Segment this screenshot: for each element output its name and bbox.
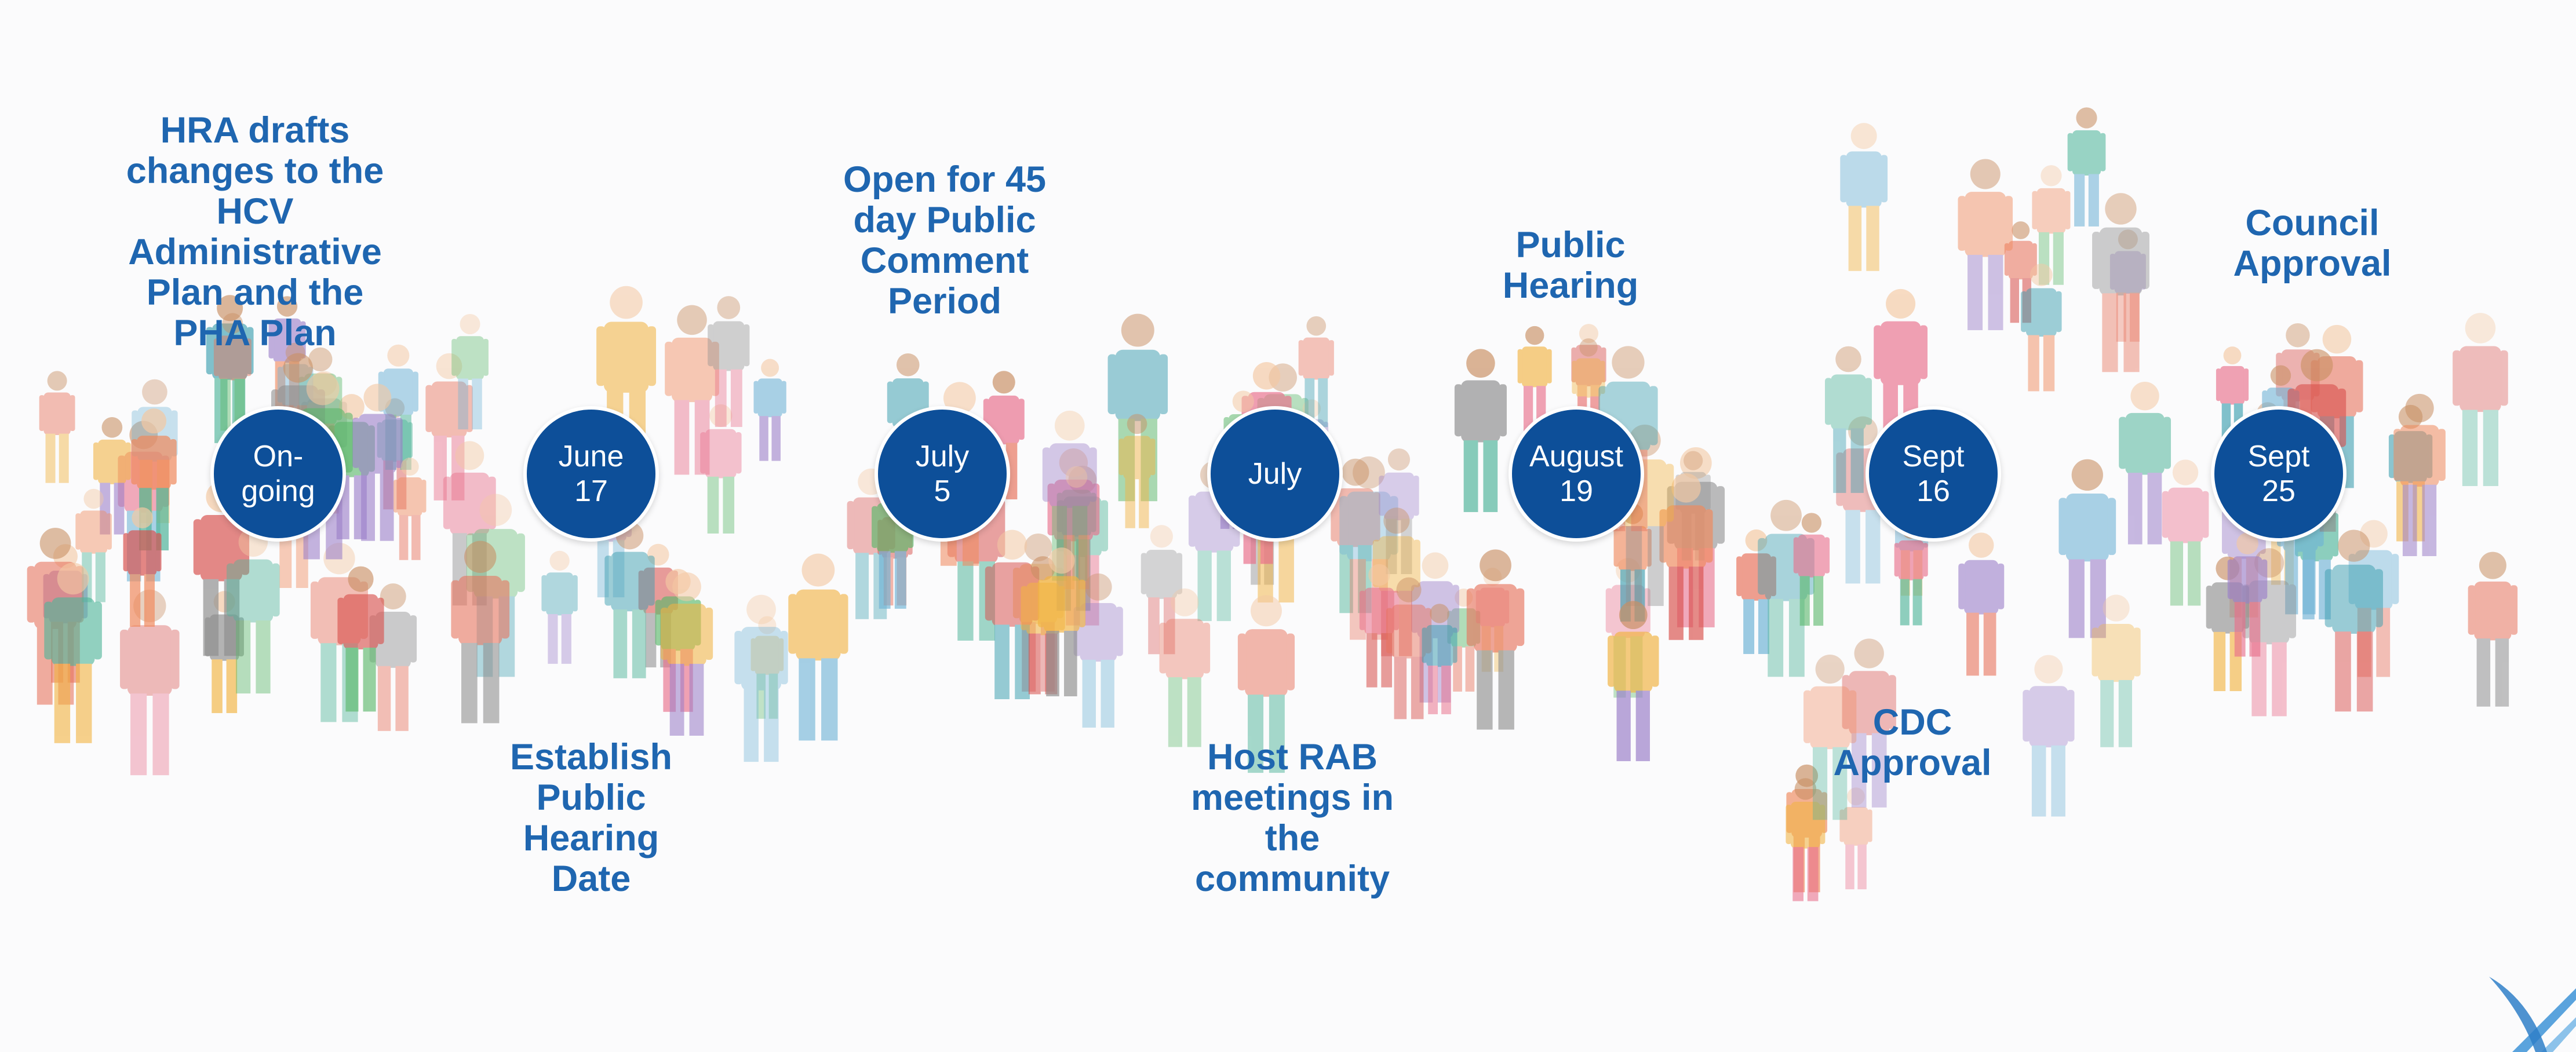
milestone-date-5: August 19 [1509, 406, 1644, 542]
milestone-date-1: On- going [210, 406, 346, 542]
milestone-caption-4: Host RAB meetings in the community [1190, 737, 1394, 899]
milestone-caption-1: HRA drafts changes to the HCV Administra… [126, 110, 384, 353]
milestone-date-4: July [1207, 406, 1343, 542]
milestone-caption-2: Establish Public Hearing Date [509, 737, 673, 899]
milestone-caption-3: Open for 45 day Public Comment Period [843, 159, 1047, 322]
milestone-caption-5: Public Hearing [1502, 225, 1639, 306]
milestone-date-7: Sept 25 [2211, 406, 2347, 542]
milestone-caption-7: Council Approval [2233, 203, 2392, 284]
milestone-date-3: July 5 [875, 406, 1010, 542]
milestone-caption-6: CDC Approval [1833, 702, 1992, 783]
milestone-date-2: June 17 [523, 406, 659, 542]
blue-swoosh-logo-icon [2489, 977, 2576, 1052]
milestone-date-6: Sept 16 [1865, 406, 2001, 542]
